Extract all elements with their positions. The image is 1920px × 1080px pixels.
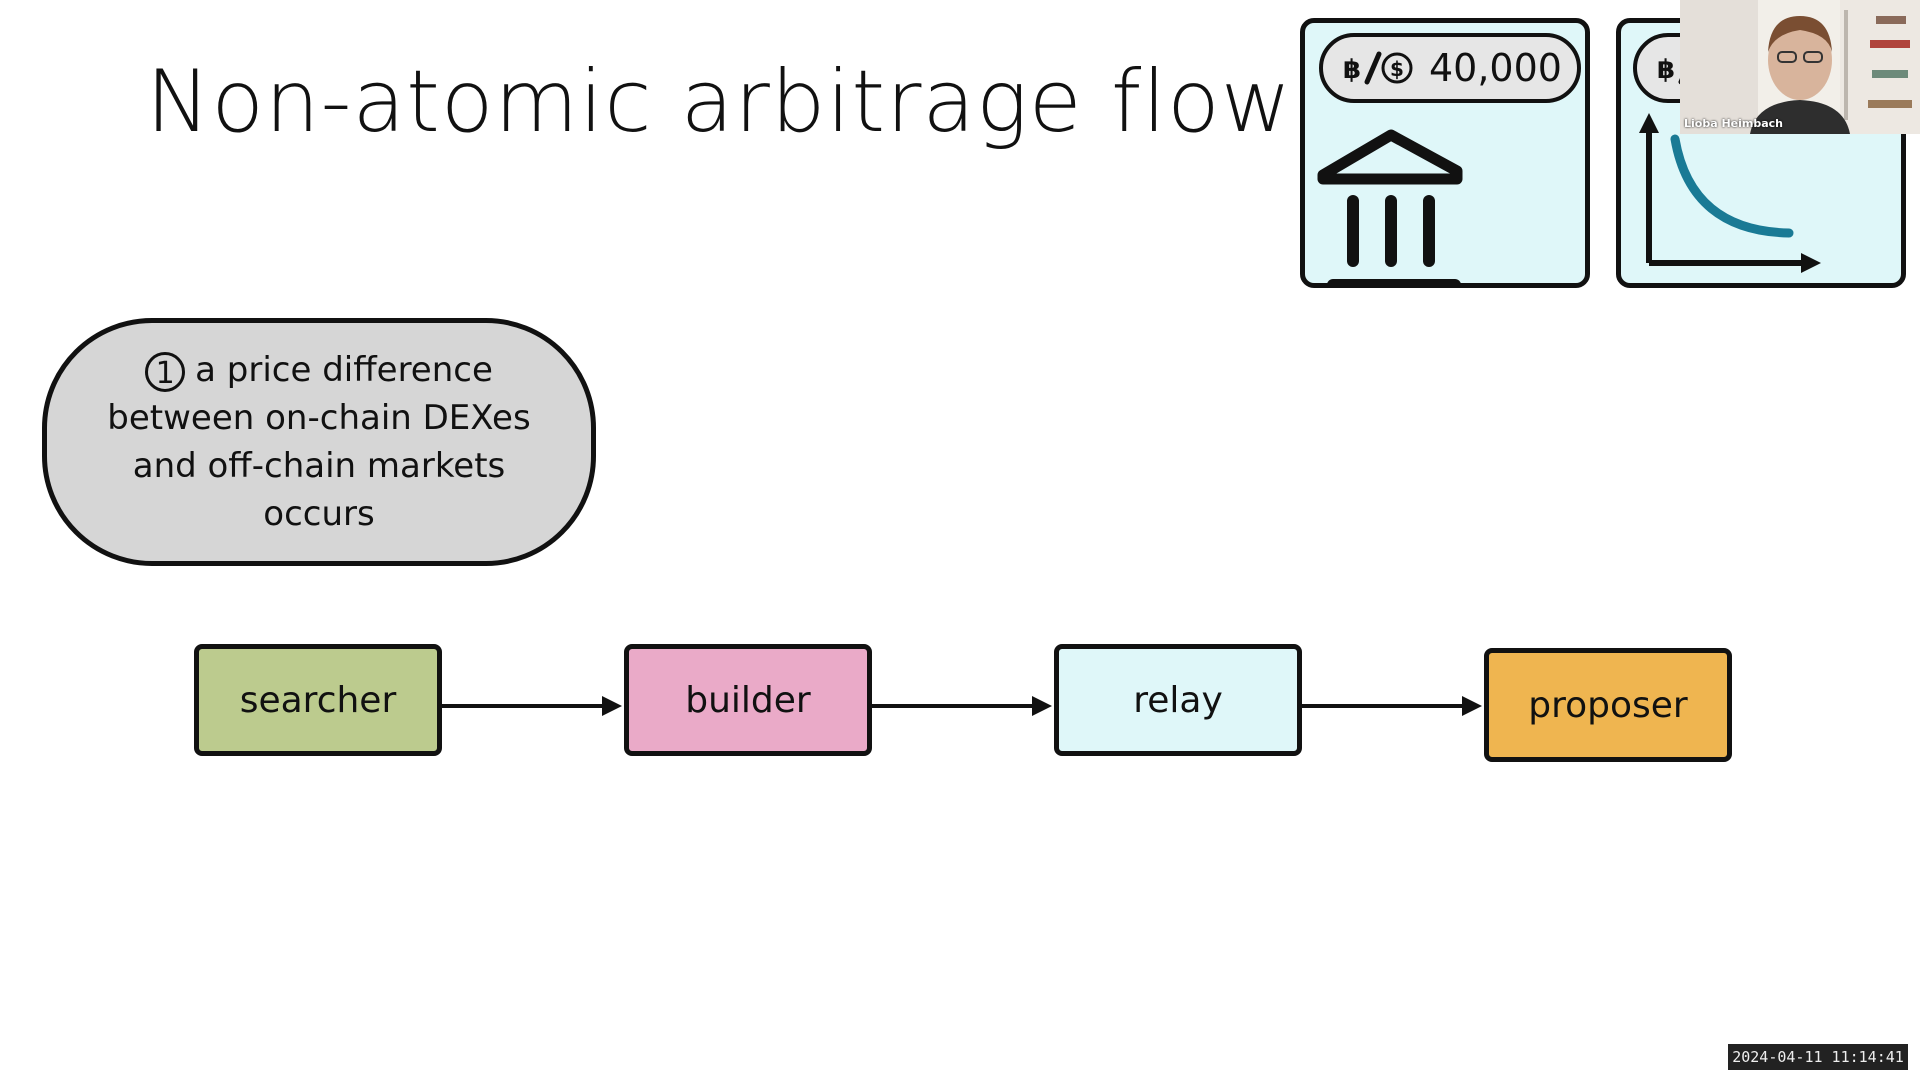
participant-video-tile[interactable]: Lioba Heimbach — [1680, 0, 1920, 134]
flow-node-builder: builder — [624, 644, 872, 756]
cex-price-value: 40,000 — [1429, 46, 1562, 90]
participant-name: Lioba Heimbach — [1684, 117, 1784, 130]
cex-price-pill: ฿ $ 40,000 — [1319, 33, 1581, 103]
arrow-searcher-to-builder — [442, 696, 622, 716]
flow-node-searcher: searcher — [194, 644, 442, 756]
slide-title: Non-atomic arbitrage flow — [146, 52, 1293, 152]
arrow-relay-to-proposer — [1302, 696, 1482, 716]
bonding-curve-chart-icon — [1639, 113, 1821, 273]
event-text: a price difference between on-chain DEXe… — [107, 350, 531, 534]
arrow-builder-to-relay — [872, 696, 1052, 716]
flow-node-proposer: proposer — [1484, 648, 1732, 762]
btc-usd-pair-icon: ฿ $ — [1341, 50, 1415, 86]
recording-timestamp: 2024-04-11 11:14:41 — [1728, 1044, 1908, 1070]
cex-panel: ฿ $ 40,000 — [1300, 18, 1590, 288]
step-number-badge: 1 — [145, 351, 186, 392]
svg-text:฿: ฿ — [1343, 55, 1361, 85]
participant-video-feed — [1680, 0, 1920, 134]
bank-building-icon — [1317, 129, 1463, 283]
svg-text:$: $ — [1390, 57, 1404, 81]
svg-text:฿: ฿ — [1657, 55, 1675, 85]
flow-node-relay: relay — [1054, 644, 1302, 756]
